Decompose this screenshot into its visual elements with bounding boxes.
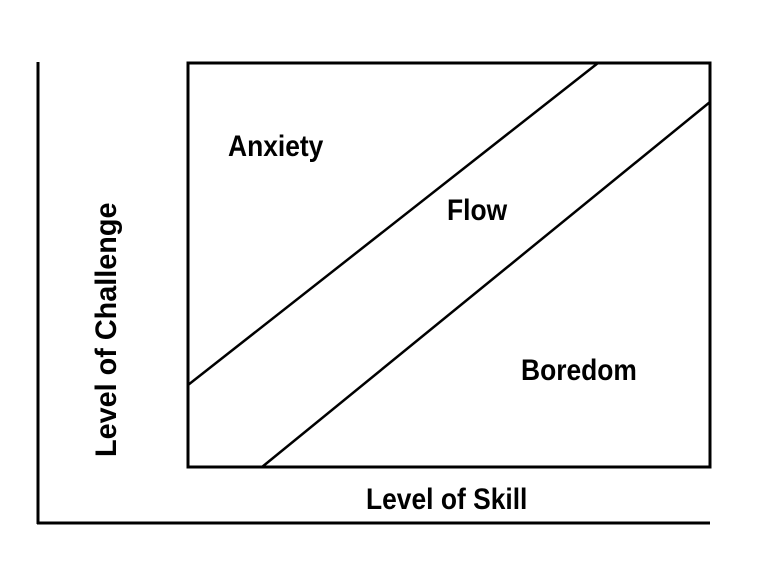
- diagram-box: [186, 61, 712, 469]
- anxiety-flow-boundary: [187, 62, 599, 386]
- y-axis-label: Level of Challenge: [90, 202, 123, 457]
- anxiety-label: Anxiety: [228, 130, 324, 163]
- flow-label: Flow: [447, 194, 508, 227]
- boredom-label: Boredom: [521, 354, 637, 387]
- flow-boredom-boundary: [261, 101, 711, 468]
- x-axis-label: Level of Skill: [366, 483, 528, 516]
